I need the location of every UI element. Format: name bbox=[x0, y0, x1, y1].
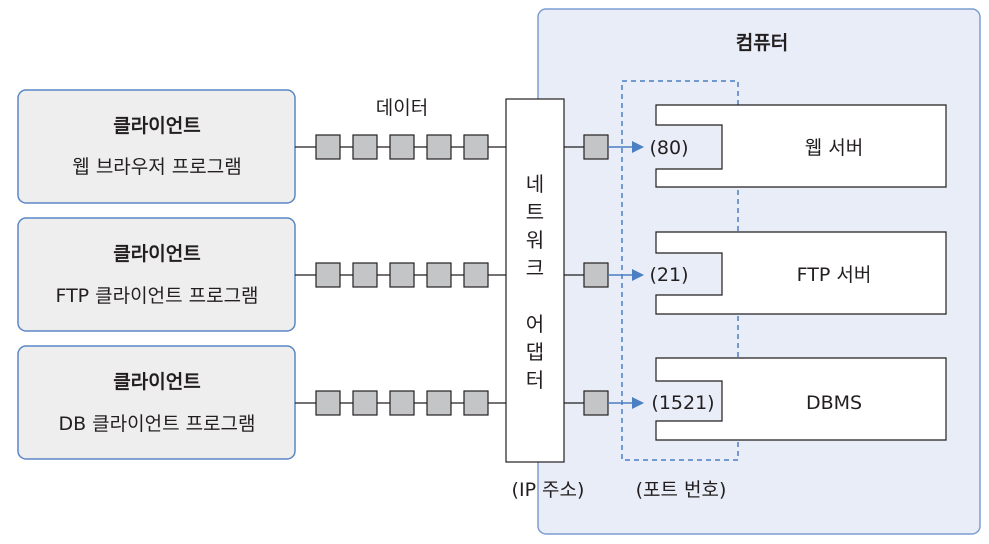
adapter-to-port-ftp bbox=[564, 262, 644, 288]
packet bbox=[583, 262, 609, 288]
client-title: 클라이언트 bbox=[113, 243, 200, 265]
computer-title: 컴퓨터 bbox=[736, 32, 788, 54]
packet-row-web bbox=[315, 134, 489, 160]
adapter-char: 댑 bbox=[526, 340, 544, 364]
packet bbox=[315, 262, 341, 288]
packet bbox=[426, 262, 452, 288]
data-label: 데이터 bbox=[376, 97, 428, 119]
port-dashed-box bbox=[621, 80, 739, 461]
client-box-db: 클라이언트 DB 클라이언트 프로그램 bbox=[17, 345, 296, 460]
adapter-char: 네 bbox=[526, 172, 544, 196]
packet bbox=[389, 134, 415, 160]
adapter-to-port-db bbox=[564, 390, 644, 416]
packet bbox=[426, 134, 452, 160]
client-subtitle: FTP 클라이언트 프로그램 bbox=[55, 285, 258, 307]
packet bbox=[583, 390, 609, 416]
adapter-to-port-web bbox=[564, 134, 644, 160]
server-name: 웹 서버 bbox=[805, 137, 863, 159]
network-adapter-box bbox=[505, 98, 565, 463]
server-box-db: (1521) DBMS bbox=[651, 357, 947, 441]
packet bbox=[389, 390, 415, 416]
packet bbox=[352, 262, 378, 288]
packet-row-ftp bbox=[315, 262, 489, 288]
packet bbox=[426, 390, 452, 416]
network-adapter-label: 네 트 워 크 어 댑 터 bbox=[526, 172, 544, 392]
arrow-head-icon bbox=[632, 141, 644, 153]
port-number-caption: (포트 번호) bbox=[636, 479, 727, 501]
packet bbox=[463, 390, 489, 416]
client-subtitle: DB 클라이언트 프로그램 bbox=[58, 413, 255, 435]
adapter-char: 트 bbox=[526, 200, 544, 224]
client-box-web: 클라이언트 웹 브라우저 프로그램 bbox=[17, 89, 296, 204]
client-subtitle: 웹 브라우저 프로그램 bbox=[72, 156, 241, 178]
server-name: FTP 서버 bbox=[797, 264, 872, 286]
server-box-web: (80) 웹 서버 bbox=[649, 104, 947, 188]
client-title: 클라이언트 bbox=[113, 371, 200, 393]
adapter-char: 어 bbox=[526, 312, 544, 336]
adapter-char: 크 bbox=[526, 256, 544, 280]
client-title: 클라이언트 bbox=[113, 115, 200, 137]
packet bbox=[352, 134, 378, 160]
ip-address-caption: (IP 주소) bbox=[512, 479, 585, 501]
arrow-head-icon bbox=[632, 269, 644, 281]
adapter-char: 터 bbox=[526, 368, 544, 392]
packet bbox=[583, 134, 609, 160]
arrow-head-icon bbox=[632, 397, 644, 409]
server-name: DBMS bbox=[806, 392, 862, 414]
server-port: (1521) bbox=[651, 392, 714, 414]
packet bbox=[463, 262, 489, 288]
packet-row-db bbox=[315, 390, 489, 416]
packet bbox=[463, 134, 489, 160]
server-box-ftp: (21) FTP 서버 bbox=[649, 231, 947, 315]
client-box-ftp: 클라이언트 FTP 클라이언트 프로그램 bbox=[17, 217, 296, 332]
server-port: (80) bbox=[649, 137, 688, 159]
packet bbox=[315, 390, 341, 416]
server-port: (21) bbox=[649, 264, 688, 286]
packet bbox=[315, 134, 341, 160]
adapter-char: 워 bbox=[526, 228, 544, 252]
packet bbox=[389, 262, 415, 288]
packet bbox=[352, 390, 378, 416]
